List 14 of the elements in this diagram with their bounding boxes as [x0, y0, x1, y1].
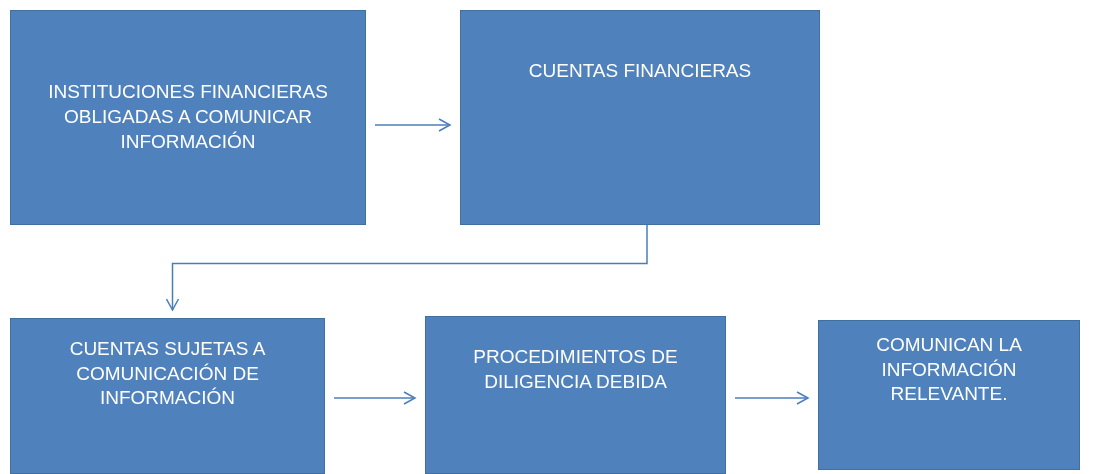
box-text: COMUNICAN LA INFORMACIÓN RELEVANTE.	[875, 333, 1023, 407]
process-box	[10, 10, 366, 225]
arrow	[165, 224, 648, 311]
box-text: INSTITUCIONES FINANCIERAS OBLIGADAS A COMUNICAR INFORMACIÓN	[47, 80, 329, 154]
process-box	[425, 316, 726, 474]
process-box	[10, 318, 325, 474]
box-text: PROCEDIMIENTOS DE DILIGENCIA DEBIDA	[472, 345, 679, 394]
arrow	[734, 391, 809, 405]
process-box	[818, 320, 1080, 470]
process-box	[460, 10, 820, 225]
arrow	[374, 118, 451, 132]
box-text: CUENTAS SUJETAS A COMUNICACIÓN DE INFORMACIÓN	[68, 337, 267, 411]
arrow	[333, 391, 416, 405]
box-text: CUENTAS FINANCIERAS	[528, 59, 752, 83]
